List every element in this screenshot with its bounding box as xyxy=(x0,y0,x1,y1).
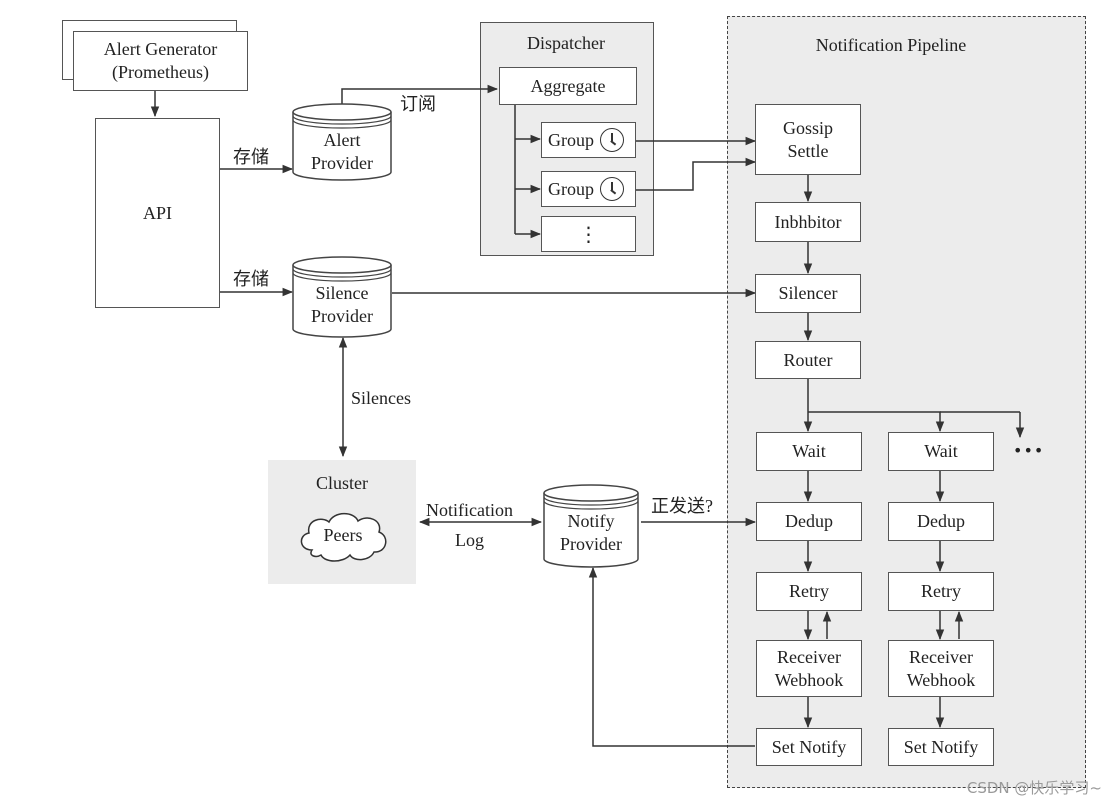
cluster-title: Cluster xyxy=(316,473,368,493)
receiver-webhook-box-2: Receiver Webhook xyxy=(888,640,994,697)
inhibitor-box: Inbhbitor xyxy=(755,202,861,242)
alert-provider-label: Alert Provider xyxy=(311,130,373,173)
notification-log-label: Notification Log xyxy=(426,500,513,550)
group-box-more: ⋮ xyxy=(541,216,636,252)
silence-provider-cylinder: Silence Provider xyxy=(292,256,392,338)
router-box: Router xyxy=(755,341,861,379)
store-label-alert: 存储 xyxy=(233,147,269,167)
more-pipelines-icon: ••• xyxy=(1013,441,1045,460)
api-box: API xyxy=(95,118,220,308)
notify-provider-label: Notify Provider xyxy=(560,511,622,554)
peers-label: Peers xyxy=(323,525,363,545)
alert-provider-cylinder: Alert Provider xyxy=(292,103,392,181)
receiver-webhook-box-1: Receiver Webhook xyxy=(756,640,862,697)
clock-icon xyxy=(600,177,624,201)
silences-label: Silences xyxy=(351,388,411,408)
sending-label: 正发送? xyxy=(651,496,713,516)
peers-cloud: Peers xyxy=(294,508,392,564)
dedup-box-2: Dedup xyxy=(888,502,994,541)
alert-generator: Alert Generator (Prometheus) xyxy=(73,31,248,91)
retry-box-1: Retry xyxy=(756,572,862,611)
subscribe-label: 订阅 xyxy=(400,94,436,114)
group-label-1: Group xyxy=(548,129,594,150)
notify-provider-cylinder: Notify Provider xyxy=(543,484,639,568)
dedup-box-1: Dedup xyxy=(756,502,862,541)
group-box-1: Group xyxy=(541,122,636,158)
store-label-silence: 存储 xyxy=(233,269,269,289)
dispatcher-title: Dispatcher xyxy=(527,33,605,53)
group-label-2: Group xyxy=(548,178,594,199)
more-groups-icon: ⋮ xyxy=(578,221,599,246)
wait-box-2: Wait xyxy=(888,432,994,471)
pipeline-title: Notification Pipeline xyxy=(815,35,967,55)
silencer-box: Silencer xyxy=(755,274,861,313)
clock-icon xyxy=(600,128,624,152)
set-notify-box-1: Set Notify xyxy=(756,728,862,766)
set-notify-box-2: Set Notify xyxy=(888,728,994,766)
gossip-settle-box: Gossip Settle xyxy=(755,104,861,175)
group-box-2: Group xyxy=(541,171,636,207)
watermark: CSDN @快乐学习~ xyxy=(966,779,1102,797)
wait-box-1: Wait xyxy=(756,432,862,471)
silence-provider-label: Silence Provider xyxy=(311,283,373,326)
aggregate-box: Aggregate xyxy=(499,67,637,105)
retry-box-2: Retry xyxy=(888,572,994,611)
